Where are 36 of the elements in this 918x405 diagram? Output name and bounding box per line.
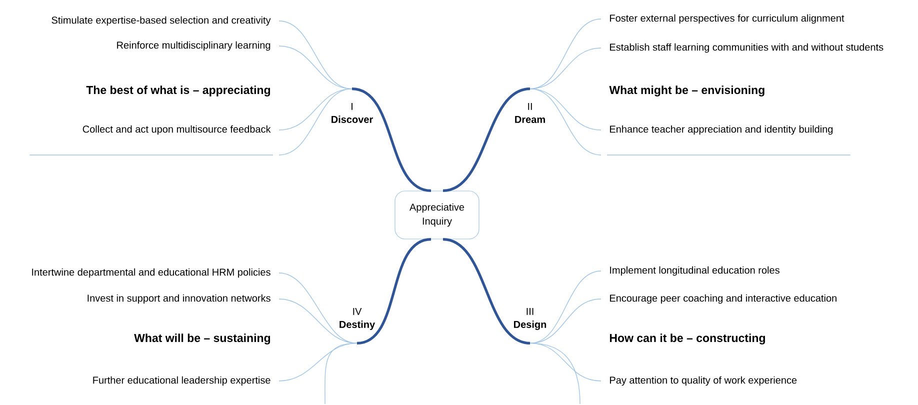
action-text: Stimulate expertise-based selection and creativity — [52, 16, 271, 26]
branch-curve — [352, 88, 432, 192]
action-text: Establish staff learning communities with and without students — [610, 43, 884, 53]
connector — [530, 88, 602, 156]
connector — [278, 88, 352, 156]
blank-line — [29, 154, 274, 156]
blank-line — [606, 154, 851, 156]
topic-box: Appreciative Inquiry — [394, 190, 480, 240]
connector — [530, 270, 602, 344]
action-text: Implement longitudinal education roles — [610, 266, 780, 276]
action-text: Foster external perspectives for curriculum alignment — [610, 14, 844, 24]
phase-label: II Dream — [515, 103, 545, 123]
branch-curve — [442, 238, 530, 344]
phase-label: I Discover — [332, 103, 373, 123]
action-text: Collect and act upon multisource feedback — [82, 125, 271, 135]
action-text: Encourage peer coaching and interactive education — [610, 294, 836, 304]
action-text: Pay attention to quality of work experience — [610, 376, 797, 386]
connector — [530, 342, 580, 404]
connector — [278, 298, 358, 344]
connector — [278, 88, 352, 130]
action-text: Enhance teacher appreciation and identity building — [610, 125, 833, 135]
action-text: Intertwine departmental and educational HRM policies — [32, 268, 270, 278]
connector — [324, 342, 358, 404]
action-text: Reinforce multidisciplinary learning — [117, 41, 270, 51]
connector — [530, 88, 602, 130]
connector — [530, 298, 602, 344]
branch-curve — [442, 88, 530, 192]
phase-heading: How can it be – constructing — [610, 334, 765, 344]
action-text: Invest in support and innovation networks — [88, 294, 270, 304]
phase-label: III Design — [514, 308, 546, 330]
phase-heading: The best of what is – appreciating — [86, 86, 270, 96]
action-text: Further educational leadership expertise — [93, 376, 270, 386]
branch-curve — [356, 238, 432, 344]
phase-heading: What might be – envisioning — [609, 86, 764, 96]
phase-heading: What will be – sustaining — [134, 334, 270, 344]
phase-label: IV Destiny — [340, 308, 375, 330]
